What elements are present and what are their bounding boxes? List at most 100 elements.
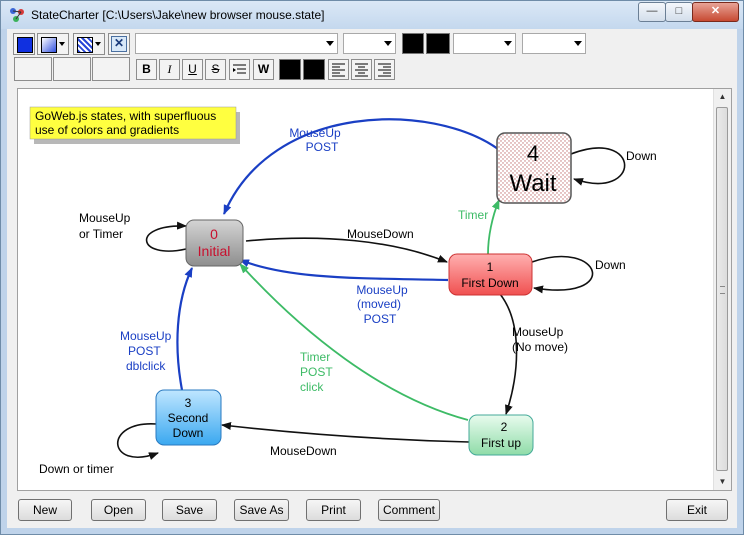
label-loop-4: Down <box>626 149 657 163</box>
fill-color-swatch-icon <box>17 37 33 53</box>
label-1-to-0-line-1: MouseUp <box>356 283 408 297</box>
comment-line-1: GoWeb.js states, with superfluous <box>35 109 216 123</box>
edge-3-to-0[interactable] <box>176 267 193 391</box>
scroll-down-icon[interactable]: ▼ <box>718 477 727 486</box>
window-title: StateCharter [C:\Users\Jake\new browser … <box>31 8 325 22</box>
state-2-number: 2 <box>501 420 508 434</box>
label-loop-1: Down <box>595 258 626 272</box>
print-button[interactable]: Print <box>306 499 361 521</box>
label-2-to-3: MouseDown <box>270 444 337 458</box>
gradient-icon <box>41 37 57 53</box>
text-color-swatch[interactable] <box>402 33 424 54</box>
toolbar-blank-button-1[interactable] <box>14 57 52 81</box>
label-4-to-0-line-2: POST <box>306 140 339 154</box>
scrollbar-thumb[interactable] <box>716 107 728 471</box>
text-fore-swatch[interactable] <box>279 59 301 80</box>
chevron-down-icon <box>574 41 582 46</box>
edge-2-to-0[interactable] <box>239 263 469 421</box>
toolbar-blank-button-3[interactable] <box>92 57 130 81</box>
label-2-to-0-line-1: Timer <box>300 350 330 364</box>
toolbar-blank-button-2[interactable] <box>53 57 91 81</box>
indent-icon <box>233 64 246 74</box>
close-icon: ✕ <box>111 36 127 52</box>
state-2-first-up[interactable]: 2 First up <box>468 414 534 456</box>
client-area: ✕ B I U S W <box>7 29 737 528</box>
chevron-down-icon <box>95 42 101 46</box>
line-style-select[interactable] <box>453 33 516 54</box>
new-button[interactable]: New <box>18 499 72 521</box>
grip-icon <box>720 286 725 294</box>
back-color-swatch[interactable] <box>426 33 450 54</box>
wrap-button[interactable]: W <box>253 59 274 80</box>
edge-2-to-3[interactable] <box>221 422 470 443</box>
state-3-number: 3 <box>185 396 192 410</box>
edge-1-to-4[interactable] <box>487 199 500 255</box>
align-center-button[interactable] <box>351 59 372 80</box>
pattern-icon <box>77 37 93 53</box>
pattern-button[interactable] <box>73 33 105 55</box>
label-2-to-0-line-2: POST <box>300 365 333 379</box>
save-as-button[interactable]: Save As <box>234 499 289 521</box>
strikethrough-button[interactable]: S <box>205 59 226 80</box>
label-loop-3: Down or timer <box>39 462 114 476</box>
state-1-first-down[interactable]: 1 First Down <box>448 253 533 296</box>
diagram-canvas[interactable]: GoWeb.js states, with superfluous use of… <box>17 88 732 491</box>
state-4-name: Wait <box>509 170 556 197</box>
line-width-select[interactable] <box>522 33 586 54</box>
vertical-scrollbar[interactable]: ▲ ▼ <box>713 89 731 490</box>
state-3-second-down[interactable]: 3 Second Down <box>155 389 222 446</box>
comment-button[interactable]: Comment <box>378 499 440 521</box>
label-4-to-0-line-1: MouseUp <box>289 126 341 140</box>
label-loop-0-line-1: MouseUp <box>79 211 131 225</box>
underline-button[interactable]: U <box>182 59 203 80</box>
maximize-button[interactable]: □ <box>665 2 693 22</box>
state-0-name: Initial <box>198 243 231 259</box>
state-3-line-2: Down <box>173 426 204 440</box>
chevron-down-icon <box>326 41 334 46</box>
close-button[interactable]: ✕ <box>692 2 739 22</box>
exit-button[interactable]: Exit <box>666 499 728 521</box>
minimize-button[interactable]: — <box>638 2 666 22</box>
loop-3[interactable] <box>117 423 159 460</box>
state-diagram: GoWeb.js states, with superfluous use of… <box>29 106 657 476</box>
chevron-down-icon <box>384 41 392 46</box>
state-2-name: First up <box>481 436 521 450</box>
scroll-up-icon[interactable]: ▲ <box>718 92 727 101</box>
edge-4-to-0[interactable] <box>222 118 499 215</box>
fill-color-button[interactable] <box>13 33 35 55</box>
edge-0-to-1[interactable] <box>245 237 448 263</box>
edge-1-to-2[interactable] <box>499 293 518 415</box>
font-size-select[interactable] <box>343 33 396 54</box>
label-2-to-0-line-3: click <box>300 380 324 394</box>
title-bar[interactable]: StateCharter [C:\Users\Jake\new browser … <box>1 1 743 29</box>
save-button[interactable]: Save <box>162 499 217 521</box>
bold-button[interactable]: B <box>136 59 157 80</box>
comment-box[interactable] <box>29 106 237 140</box>
indent-button[interactable] <box>229 59 250 80</box>
state-0-number: 0 <box>210 226 218 242</box>
state-3-line-1: Second <box>168 411 209 425</box>
loop-0[interactable] <box>145 221 187 252</box>
edge-1-to-0[interactable] <box>239 258 449 282</box>
align-left-button[interactable] <box>328 59 349 80</box>
gradient-button[interactable] <box>37 33 69 55</box>
loop-4[interactable] <box>570 147 626 186</box>
label-1-to-4: Timer <box>458 208 488 222</box>
align-center-icon <box>355 63 368 77</box>
label-1-to-2-line-1: MouseUp <box>512 325 564 339</box>
app-icon <box>10 8 24 22</box>
font-family-select[interactable] <box>135 33 338 54</box>
loop-1[interactable] <box>531 255 594 294</box>
state-4-wait[interactable]: 4 Wait <box>496 132 572 204</box>
state-0-initial[interactable]: 0 Initial <box>185 219 244 267</box>
align-right-icon <box>378 63 391 77</box>
text-back-swatch[interactable] <box>303 59 325 80</box>
chevron-down-icon <box>59 42 65 46</box>
align-right-button[interactable] <box>374 59 395 80</box>
no-fill-button[interactable]: ✕ <box>108 33 130 55</box>
comment-line-2: use of colors and gradients <box>35 123 179 137</box>
state-1-number: 1 <box>487 260 494 274</box>
italic-button[interactable]: I <box>159 59 180 80</box>
open-button[interactable]: Open <box>91 499 146 521</box>
